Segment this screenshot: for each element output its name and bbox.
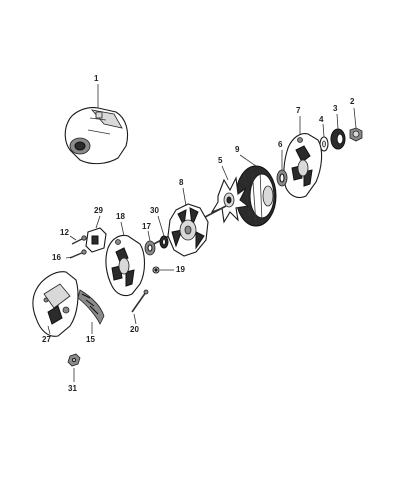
part-16-screw bbox=[69, 249, 87, 259]
part-15-diode-plate bbox=[77, 289, 105, 325]
part-1-rear-cover bbox=[64, 107, 129, 165]
part-12-screw bbox=[71, 235, 87, 245]
part-17-bearing bbox=[144, 240, 156, 256]
part-18-rear-housing bbox=[105, 234, 146, 297]
callout-29: 29 bbox=[94, 206, 103, 215]
callout-31: 31 bbox=[68, 384, 77, 393]
callout-27: 27 bbox=[42, 335, 51, 344]
callout-8: 8 bbox=[179, 178, 184, 187]
leader-lines bbox=[47, 84, 357, 382]
part-3-pulley bbox=[330, 128, 346, 150]
callout-15: 15 bbox=[86, 335, 95, 344]
part-7-front-housing bbox=[283, 133, 323, 199]
callout-9: 9 bbox=[235, 145, 240, 154]
part-30-slip-ring bbox=[159, 235, 169, 249]
callout-19: 19 bbox=[176, 265, 185, 274]
part-20-bolt bbox=[131, 289, 149, 313]
callout-5: 5 bbox=[218, 156, 223, 165]
callout-1: 1 bbox=[94, 74, 99, 83]
callout-12: 12 bbox=[60, 228, 69, 237]
callout-2: 2 bbox=[350, 97, 355, 106]
part-6-bearing bbox=[276, 169, 288, 187]
callout-17: 17 bbox=[142, 222, 151, 231]
part-2-nut bbox=[349, 127, 363, 142]
callout-16: 16 bbox=[52, 253, 61, 262]
callout-6: 6 bbox=[278, 140, 283, 149]
part-29-brush-holder bbox=[85, 227, 107, 253]
callout-4: 4 bbox=[319, 115, 324, 124]
callout-7: 7 bbox=[296, 106, 301, 115]
part-8-rotor bbox=[149, 203, 227, 257]
part-31-fastener bbox=[67, 353, 81, 367]
callout-18: 18 bbox=[116, 212, 125, 221]
callout-20: 20 bbox=[130, 325, 139, 334]
part-9-stator bbox=[235, 165, 277, 227]
callout-30: 30 bbox=[150, 206, 159, 215]
part-19-screw bbox=[152, 266, 160, 274]
part-27-regulator bbox=[32, 271, 79, 337]
callout-3: 3 bbox=[333, 104, 338, 113]
